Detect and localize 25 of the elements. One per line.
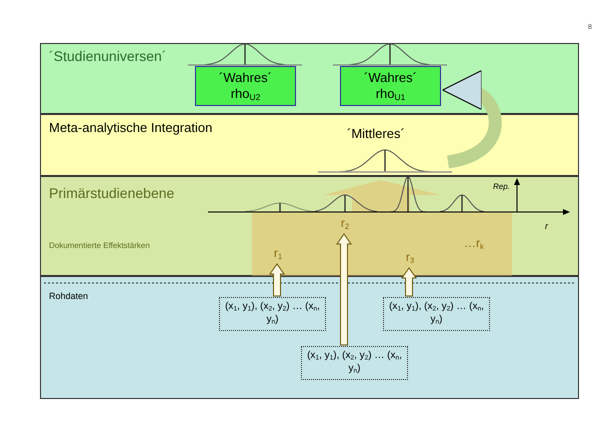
value-box: ´Wahres´ rho$_{U1}$ xyxy=(340,66,441,106)
level-band xyxy=(40,176,579,276)
level-caption: Dokumentierte Effektstärken xyxy=(49,241,150,250)
effect-size-label: r$_{2}$ xyxy=(336,215,354,233)
band-heading: Rohdaten xyxy=(49,291,88,302)
band-heading: Primärstudienebene xyxy=(49,185,174,202)
block-arrow xyxy=(336,233,352,346)
raw-data-box: (x$_{1}$, y$_{1}$), (x$_{2}$, y$_{2}$) … (x$_{n}$, y$_{n}$) xyxy=(301,346,408,380)
axis-label: r xyxy=(545,221,548,232)
axis-label: Rep. xyxy=(493,182,510,192)
block-arrow xyxy=(401,267,417,296)
level-band xyxy=(40,276,579,399)
curve-label: ´Mittleres´ xyxy=(347,127,405,142)
raw-data-box: (x$_{1}$, y$_{1}$), (x$_{2}$, y$_{2}$) … (x$_{n}$, y$_{n}$) xyxy=(383,297,490,331)
band-heading: ´Studienuniversen´ xyxy=(49,48,167,64)
effect-size-label: …r$_{k}$ xyxy=(458,235,490,253)
value-box: ´Wahres´ rho$_{U2}$ xyxy=(195,66,296,106)
level-band xyxy=(40,43,579,114)
curved-block-arrow xyxy=(442,72,502,168)
block-arrow xyxy=(269,263,285,296)
effect-size-label: r$_{1}$ xyxy=(269,245,287,263)
level-band xyxy=(40,114,579,176)
raw-data-box: (x$_{1}$, y$_{1}$), (x$_{2}$, y$_{2}$) … (x$_{n}$, y$_{n}$) xyxy=(219,297,326,331)
band-heading: Meta-analytische Integration xyxy=(49,121,212,136)
effect-size-label: r$_{3}$ xyxy=(401,249,419,267)
